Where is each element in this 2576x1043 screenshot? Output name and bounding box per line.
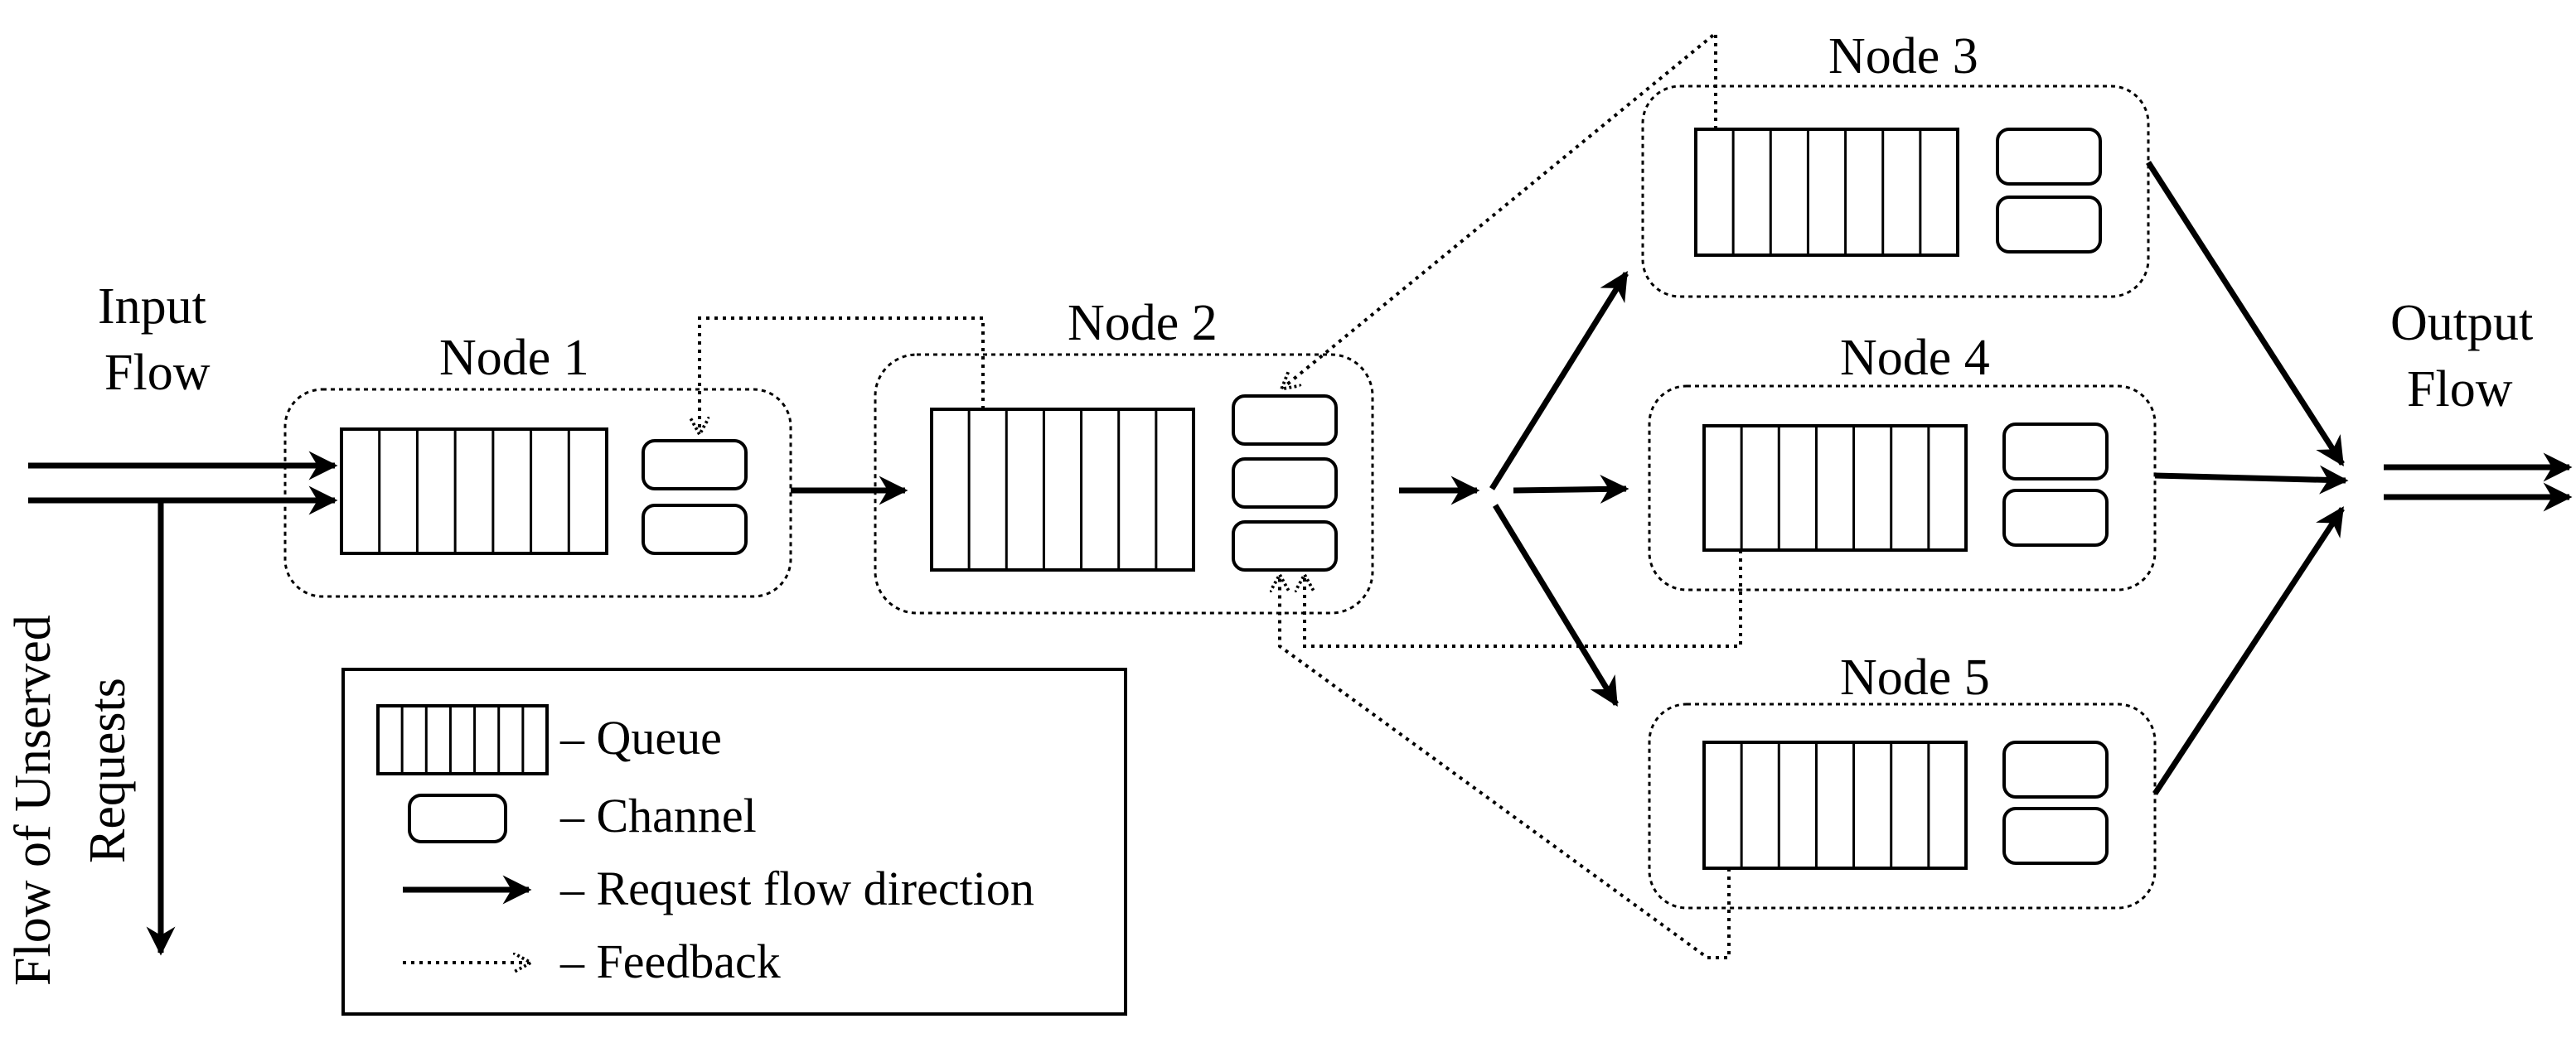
output-flow-label-line2: Flow [2407,361,2513,418]
queue-outline [1694,128,1959,257]
unserved-requests-label-line2: Requests [80,678,136,863]
node-2-channel [1232,394,1338,446]
node-2-channel [1232,457,1338,509]
node-3-channel [1996,196,2102,254]
node-4-channel [2002,489,2109,547]
legend-queue-label: – Queue [559,711,722,765]
split-to-node4-arrow [1513,474,1629,504]
node-5-queue [1702,741,1968,870]
queue-outline [376,704,549,775]
queue-outline [1702,424,1968,552]
node3-to-output-arrow [2146,161,2345,466]
node-4-box [1648,384,2157,592]
queue-outline [340,427,608,555]
node-3-queue [1694,128,1959,257]
queue-outline [1702,741,1968,870]
legend-request-flow-label: – Request flow direction [559,862,1034,915]
node5-to-output-arrow [2152,506,2345,795]
input-flow-label-line1: Input [98,278,206,335]
node-5-box [1648,703,2157,910]
node-4-label: Node 4 [1840,330,1990,386]
split-to-node3-arrow [1489,271,1629,490]
node-4-queue [1702,424,1968,552]
legend-channel-icon [408,794,507,843]
legend-queue-icon [376,704,549,775]
feedback-node2-to-node1 [700,316,985,432]
split-to-node5-arrow [1493,504,1619,707]
output-flow-label-line1: Output [2390,295,2533,351]
node-1-channel [642,504,748,555]
node-1-queue [340,427,608,555]
node-2-channel [1232,520,1338,572]
feedback-node5-to-node2 [1280,577,1731,959]
legend-feedback-label: – Feedback [559,934,781,988]
queue-outline [930,408,1195,572]
node-2-label: Node 2 [1068,295,1218,351]
node-5-channel [2002,807,2109,865]
node-5-label: Node 5 [1840,649,1990,706]
node-4-channel [2002,423,2109,480]
node-3-box [1641,85,2150,298]
node-3-label: Node 3 [1828,28,1978,85]
unserved-requests-label-line1: Flow of Unserved [5,615,61,986]
feedback-node3-to-node2 [1283,29,1717,388]
legend-channel-label: – Channel [559,789,757,843]
node-2-box [874,353,1374,615]
node-1-label: Node 1 [439,330,589,386]
node-1-channel [642,439,748,490]
node4-to-output-arrow [2154,465,2349,495]
node-5-channel [2002,741,2109,799]
node-2-queue [930,408,1195,572]
input-flow-label-line2: Flow [104,345,211,401]
feedback-node4-to-node2 [1305,550,1742,648]
node-3-channel [1996,128,2102,186]
